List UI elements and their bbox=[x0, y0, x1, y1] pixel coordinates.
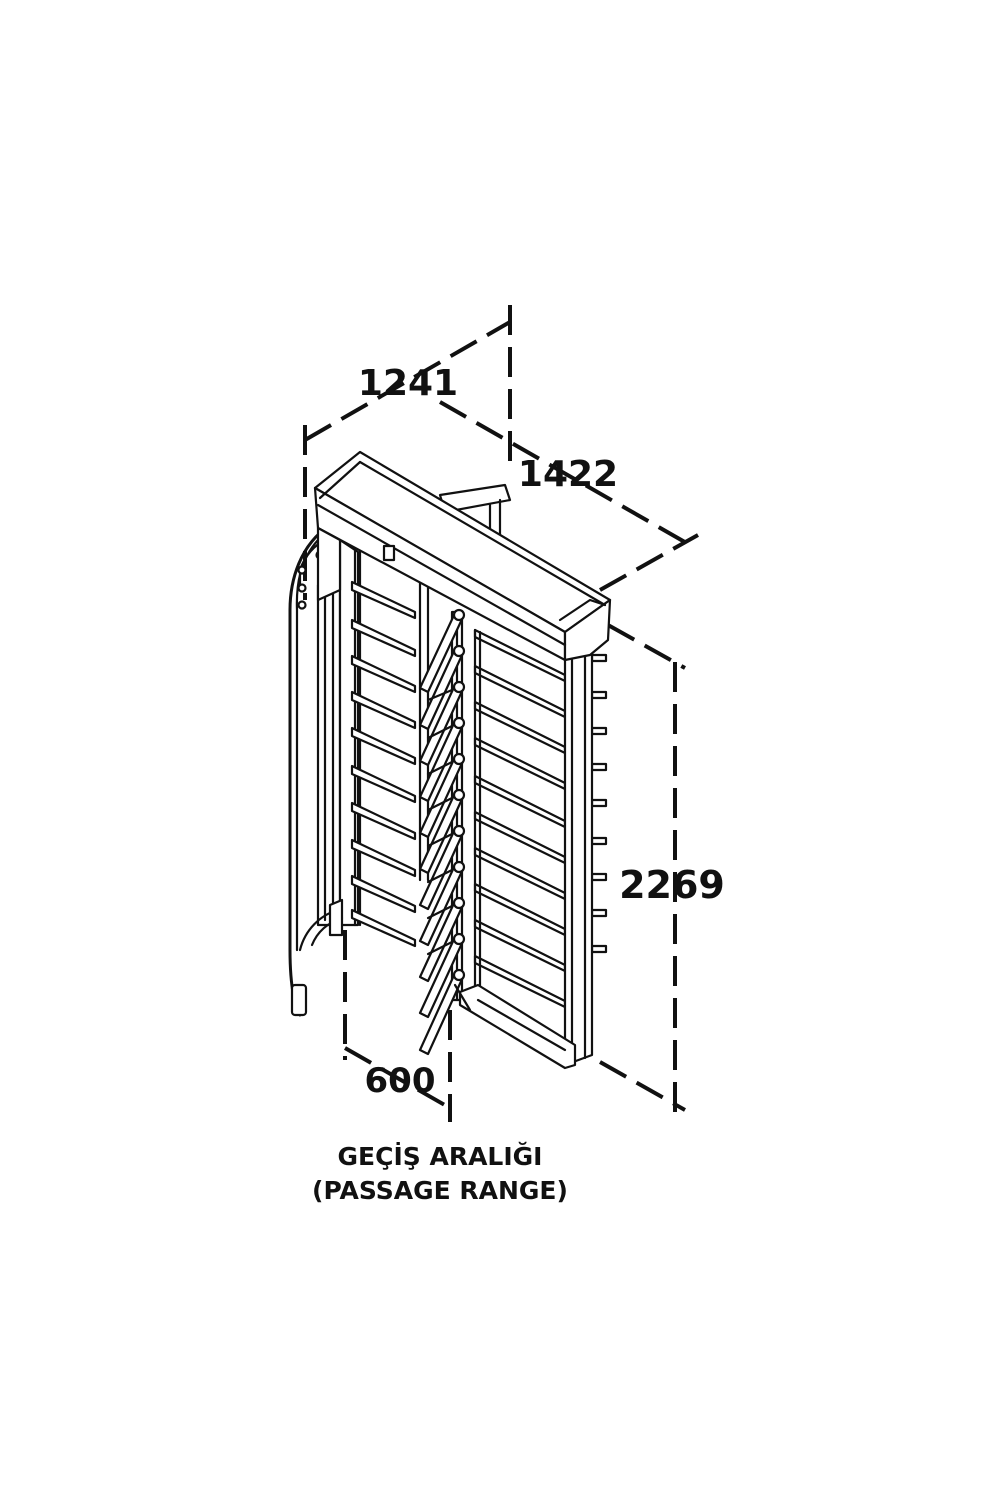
top-beam-end bbox=[563, 598, 612, 662]
caption-line-turkish: GEÇİŞ ARALIĞI bbox=[337, 1142, 543, 1171]
side-arm-foot bbox=[290, 983, 308, 1017]
rotor-inner-arms bbox=[426, 688, 454, 956]
left-pillar bbox=[316, 583, 342, 927]
turnstile-machine bbox=[288, 450, 612, 1070]
dimension-lines bbox=[303, 305, 699, 1122]
right-fixed-bars bbox=[473, 628, 567, 1009]
beam-sensor bbox=[382, 544, 396, 562]
rear-bar-stubs bbox=[590, 653, 608, 954]
passage-dimension-label: 600 bbox=[365, 1061, 436, 1101]
rotor-arm-caps bbox=[452, 608, 466, 982]
passage-caption: GEÇİŞ ARALIĞI (PASSAGE RANGE) bbox=[200, 1140, 680, 1208]
height-dimension-label: 2269 bbox=[619, 863, 725, 907]
depth-dimension-label: 1422 bbox=[518, 454, 618, 495]
width-dimension-label: 1241 bbox=[358, 363, 458, 404]
right-pillar bbox=[563, 648, 594, 1067]
left-bars bbox=[350, 580, 417, 948]
caption-line-english: (PASSAGE RANGE) bbox=[312, 1176, 568, 1205]
